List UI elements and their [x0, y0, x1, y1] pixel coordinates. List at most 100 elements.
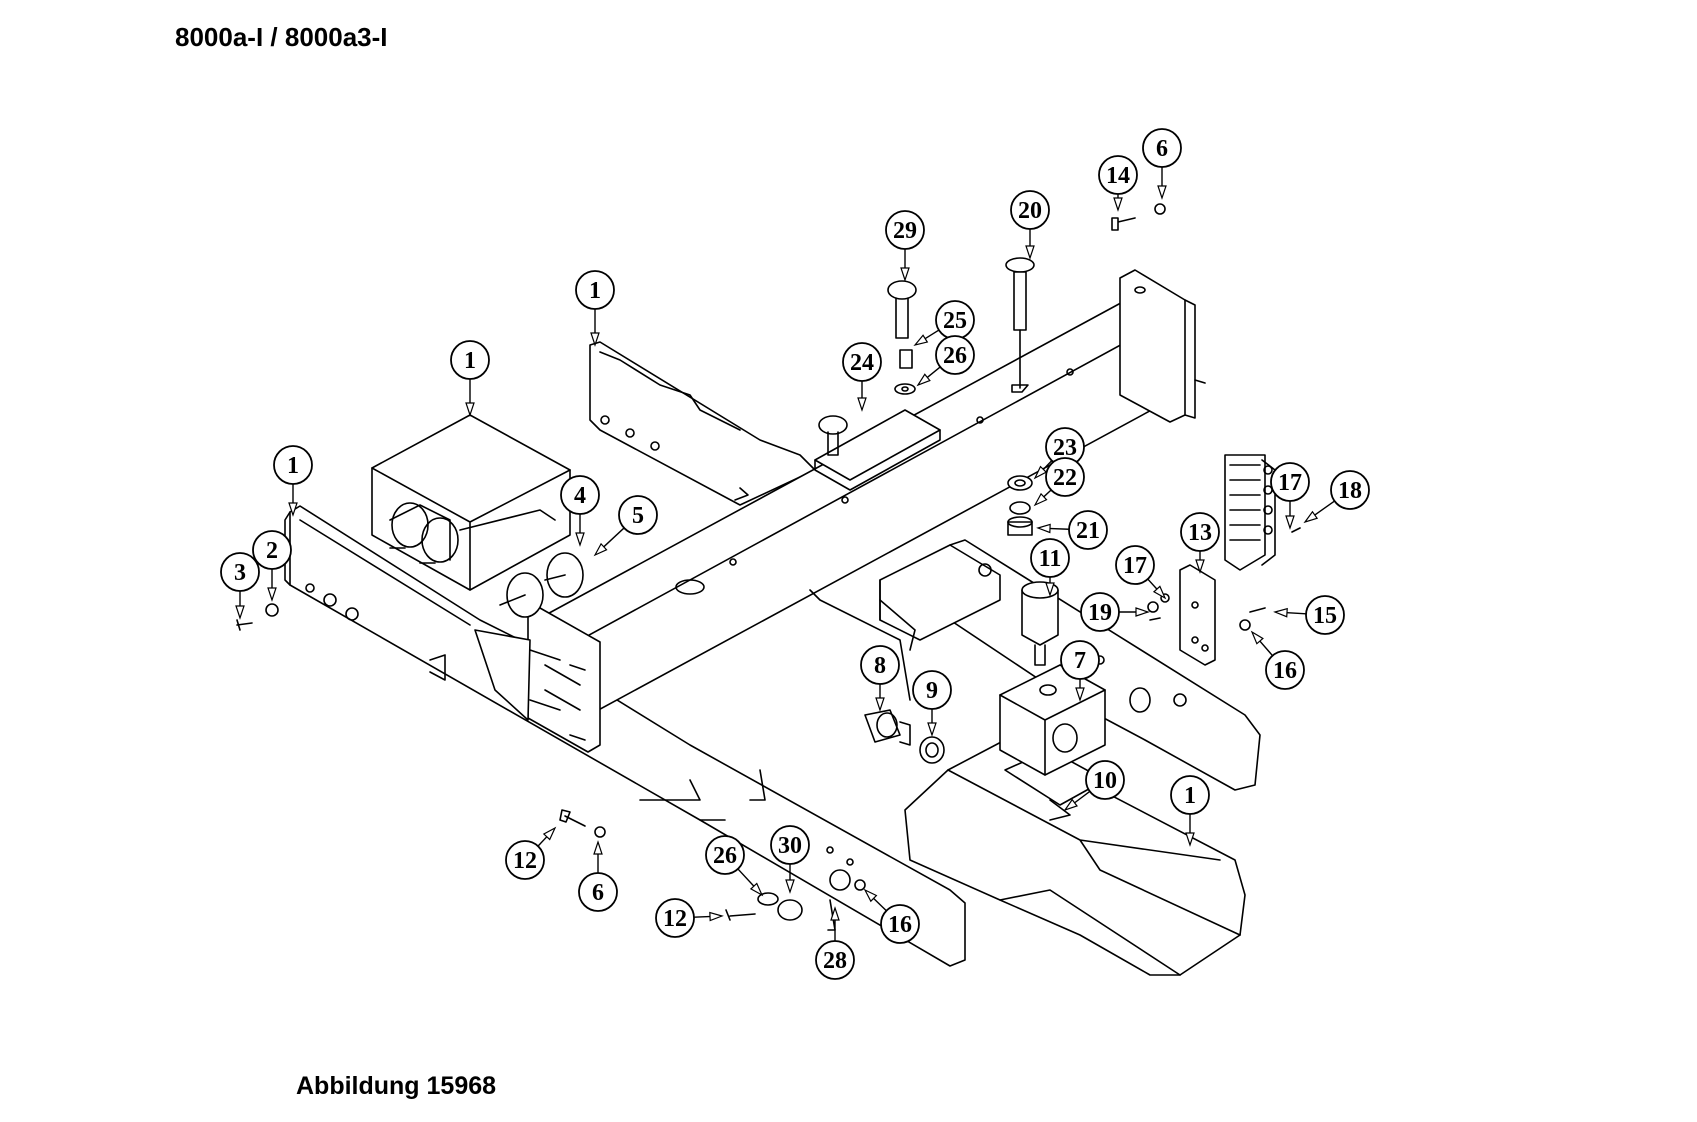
- callout-number: 17: [1278, 470, 1302, 496]
- callout-number: 19: [1088, 600, 1112, 626]
- callout-number: 1: [464, 348, 476, 374]
- callout-arrow-icon: [927, 722, 937, 737]
- callout-circle: [618, 495, 658, 535]
- callout-circle: [1085, 760, 1125, 800]
- back-side-plate: [589, 341, 816, 506]
- callout-15: 15: [1273, 595, 1345, 635]
- callout-arrow-icon: [1045, 582, 1055, 597]
- callout-number: 12: [663, 906, 687, 932]
- knob-bolt: [887, 280, 917, 395]
- callout-number: 9: [926, 678, 938, 704]
- callout-28: 28: [815, 906, 855, 980]
- callout-number: 2: [266, 538, 278, 564]
- callout-arrow-icon: [590, 332, 600, 347]
- gusset-plate: [474, 629, 531, 721]
- callout-circle: [252, 530, 292, 570]
- callout-26: 26: [705, 835, 764, 897]
- callout-circle: [1060, 640, 1100, 680]
- callout-leader: [1047, 527, 1070, 530]
- callout-arrow-icon: [875, 697, 885, 712]
- cable-chain: [1224, 454, 1276, 571]
- callout-arrow-icon: [1113, 197, 1123, 212]
- callout-arrow-icon: [542, 826, 557, 841]
- callout-5: 5: [593, 495, 658, 557]
- callout-arrow-icon: [1075, 687, 1085, 702]
- callout-arrow-icon: [1036, 523, 1051, 534]
- callout-arrow-icon: [1157, 185, 1167, 200]
- callout-18: 18: [1303, 470, 1370, 524]
- callout-arrow-icon: [1025, 245, 1035, 260]
- callout-23: 23: [1033, 427, 1085, 480]
- callout-arrow-icon: [1185, 832, 1195, 847]
- callout-number: 18: [1338, 478, 1362, 504]
- callout-29: 29: [885, 210, 925, 282]
- callout-circle: [1030, 538, 1070, 578]
- callout-12: 12: [505, 826, 557, 880]
- callout-circle: [220, 552, 260, 592]
- callout-number: 26: [943, 343, 967, 369]
- callout-leader: [737, 868, 756, 889]
- callout-number: 26: [713, 843, 737, 869]
- callout-1: 1: [575, 270, 615, 347]
- callout-circle: [1265, 650, 1305, 690]
- callout-arrow-icon: [267, 587, 277, 602]
- callout-number: 5: [632, 503, 644, 529]
- callout-arrow-icon: [465, 402, 475, 417]
- callout-arrow-icon: [1273, 607, 1288, 618]
- callout-circle: [860, 645, 900, 685]
- callout-number: 13: [1188, 520, 1212, 546]
- callout-leader: [1072, 790, 1091, 805]
- callout-circle: [1305, 595, 1345, 635]
- callout-circle: [1270, 462, 1310, 502]
- callout-circle: [1330, 470, 1370, 510]
- callout-number: 12: [513, 848, 537, 874]
- callout-circle: [885, 210, 925, 250]
- callout-26: 26: [916, 335, 975, 387]
- callout-11: 11: [1030, 538, 1070, 597]
- callout-arrow-icon: [1152, 585, 1167, 600]
- callout-number: 8: [874, 653, 886, 679]
- callout-arrow-icon: [785, 879, 795, 894]
- callout-arrow-icon: [1250, 630, 1264, 645]
- callout-circle: [1142, 128, 1182, 168]
- callout-8: 8: [860, 645, 900, 712]
- callout-13: 13: [1180, 512, 1220, 574]
- figure-caption: Abbildung 15968: [296, 1072, 497, 1100]
- callout-22: 22: [1033, 457, 1085, 507]
- callout-circle: [273, 445, 313, 485]
- callout-4: 4: [560, 475, 600, 547]
- callout-1: 1: [1170, 775, 1210, 847]
- callout-number: 1: [287, 453, 299, 479]
- callout-leader: [1258, 639, 1274, 657]
- callout-arrow-icon: [1033, 492, 1048, 507]
- callout-arrow-icon: [916, 373, 931, 387]
- callout-24: 24: [842, 342, 882, 412]
- callout-3: 3: [220, 552, 260, 620]
- callout-14: 14: [1098, 155, 1138, 212]
- callout-circle: [560, 475, 600, 515]
- callout-circle: [815, 940, 855, 980]
- callout-leader: [693, 915, 713, 918]
- callout-arrow-icon: [1135, 607, 1150, 617]
- callout-circle: [880, 904, 920, 944]
- callout-leader: [925, 366, 941, 380]
- callout-number: 14: [1106, 163, 1130, 189]
- callout-arrow-icon: [709, 911, 724, 922]
- callout-17: 17: [1270, 462, 1310, 530]
- callout-number: 4: [574, 483, 586, 509]
- callout-number: 29: [893, 218, 917, 244]
- callout-arrow-icon: [1063, 798, 1078, 812]
- callout-arrow-icon: [288, 502, 298, 517]
- callout-leader: [871, 896, 887, 912]
- callout-16: 16: [863, 888, 920, 944]
- callout-leader: [1312, 500, 1335, 517]
- callout-1: 1: [450, 340, 490, 417]
- callout-number: 6: [1156, 136, 1168, 162]
- mid-bracket: [809, 544, 1001, 701]
- callout-circle: [705, 835, 745, 875]
- callout-arrow-icon: [575, 532, 585, 547]
- callout-circle: [505, 840, 545, 880]
- callout-circle: [1098, 155, 1138, 195]
- callout-circle: [912, 670, 952, 710]
